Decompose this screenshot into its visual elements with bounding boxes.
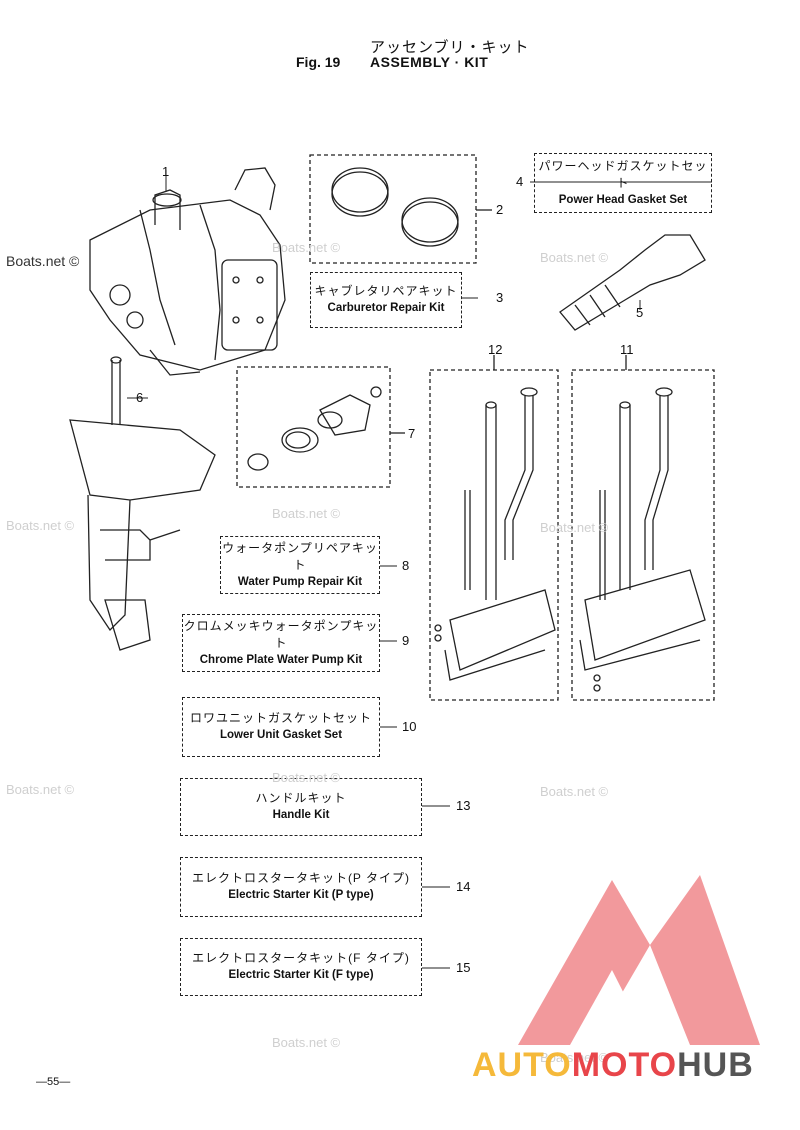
watermark: Boats.net © [540,250,609,265]
kit-box-carburetor-repair-kit: キャブレタリペアキット Carburetor Repair Kit [310,272,462,328]
kit-box-power-head-gasket-set: パワーヘッドガスケットセット Power Head Gasket Set [534,153,712,213]
title-jp: アッセンブリ・キット [370,39,530,56]
kit-label-jp: キャブレタリペアキット [314,284,458,298]
kit-label-en: Water Pump Repair Kit [237,575,363,588]
kit-label-jp: ハンドルキット [255,791,347,805]
kit-label-en: Chrome Plate Water Pump Kit [199,653,363,666]
callout-2: 2 [496,202,504,217]
piston-rings-drawing [309,154,492,264]
watermark: Boats.net © [6,253,80,269]
brand-moto: MOTO [571,1046,678,1084]
kit-label-jp: エレクトロスタータキット(F タイプ) [192,951,410,965]
callout-7: 7 [408,426,416,441]
kit-box-electric-starter-kit-f: エレクトロスタータキット(F タイプ) Electric Starter Kit… [180,938,422,996]
kit-label-en: Carburetor Repair Kit [327,302,445,314]
kit-box-electric-starter-kit-p: エレクトロスタータキット(P タイプ) Electric Starter Kit… [180,857,422,917]
callout-1: 1 [162,164,170,179]
kit-box-handle-kit: ハンドルキット Handle Kit [180,778,422,836]
kit-box-water-pump-repair-kit: ウォータポンプリペアキット Water Pump Repair Kit [220,536,380,594]
watermark: Boats.net © [540,1050,609,1065]
kit-label-en: Electric Starter Kit (P type) [228,889,374,901]
kit-label-en: Electric Starter Kit (F type) [228,969,374,981]
kit-label-en: Handle Kit [272,809,330,821]
kit-label-jp: ウォータポンプリペアキット [222,540,378,572]
figure-number: Fig. 19 [296,54,341,70]
callout-14: 14 [456,879,471,894]
callout-12: 12 [488,342,503,357]
kit-label-jp: ロワユニットガスケットセット [189,711,372,725]
watermark: Boats.net © [540,520,609,535]
watermark: Boats.net © [540,784,609,799]
callout-13: 13 [456,798,471,813]
callout-10: 10 [402,719,417,734]
watermark: Boats.net © [272,770,341,785]
brand-wordmark: AUTOMOTOHUB [472,1046,754,1085]
watermark: Boats.net © [6,782,75,797]
watermark: Boats.net © [6,518,75,533]
shaft-kit-12-drawing [429,355,559,701]
watermark: Boats.net © [272,240,341,255]
brand-hub: HUB [677,1046,754,1084]
callout-8: 8 [402,558,410,573]
kit-box-lower-unit-gasket-set: ロワユニットガスケットセット Lower Unit Gasket Set [182,697,380,757]
kit-label-jp: エレクトロスタータキット(P タイプ) [191,871,411,885]
callout-11: 11 [620,342,634,357]
brand-auto: AUTO [472,1046,572,1084]
title-en: ASSEMBLY · KIT [370,54,489,70]
handle-drawing [559,234,706,331]
lower-unit-drawing [69,356,216,651]
callout-9: 9 [402,633,410,648]
page-number: —55— [36,1076,71,1088]
callout-4: 4 [516,174,524,189]
watermark: Boats.net © [272,1035,341,1050]
kit-label-jp: クロムメッキウォータポンプキット [183,618,379,650]
kit-box-chrome-plate-water-pump-kit: クロムメッキウォータポンプキット Chrome Plate Water Pump… [182,614,380,672]
shaft-kit-11-drawing [571,355,715,701]
callout-15: 15 [456,960,471,975]
brand-logo-mark [518,875,760,1045]
kit-label-jp: パワーヘッドガスケットセット [538,158,708,190]
callout-6: 6 [136,390,144,405]
callout-5: 5 [636,305,644,320]
kit-label-en: Power Head Gasket Set [558,193,688,206]
callout-3: 3 [496,290,504,305]
watermark: Boats.net © [272,506,341,521]
power-head-drawing [89,167,286,376]
kit-label-en: Lower Unit Gasket Set [219,729,343,741]
carburetor-parts-drawing [236,366,405,488]
